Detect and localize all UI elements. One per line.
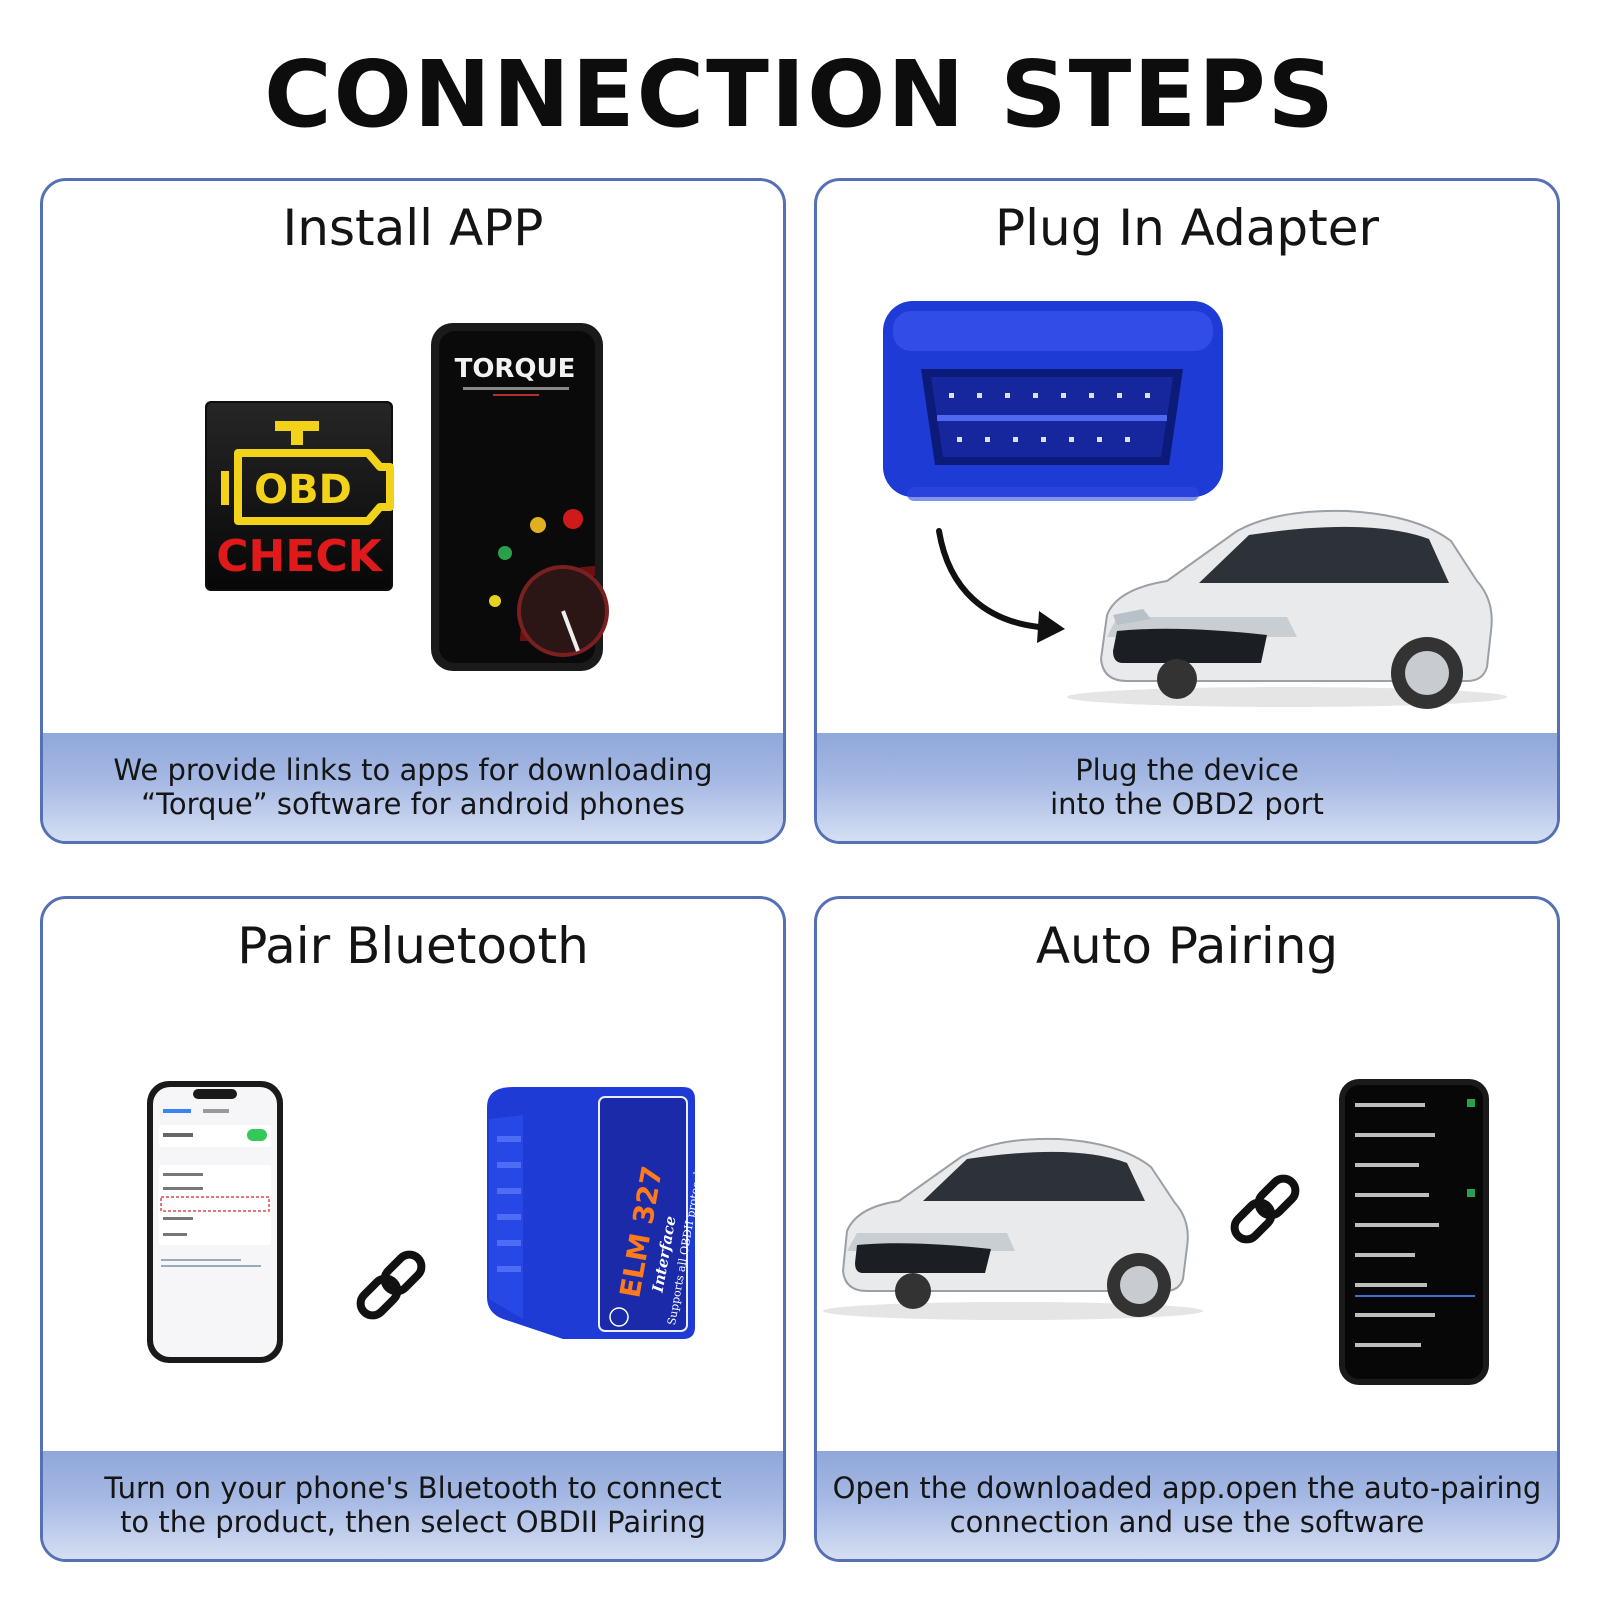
car-icon — [823, 1137, 1203, 1320]
card-title: Install APP — [282, 199, 544, 257]
obd-adapter-icon — [883, 301, 1223, 501]
phone-icon — [1339, 1079, 1489, 1385]
card-image-area: OBD CHECK TORQUE — [43, 281, 783, 737]
link-icon — [1230, 1174, 1300, 1244]
arrow-icon — [936, 528, 1065, 643]
card-description: Plug the device into the OBD2 port — [817, 733, 1557, 841]
card-title: Plug In Adapter — [994, 199, 1380, 257]
svg-text:CHECK: CHECK — [216, 531, 383, 582]
description-line: We provide links to apps for downloading — [113, 753, 713, 787]
svg-text:MINI: MINI — [653, 1134, 668, 1161]
svg-text:OBD: OBD — [254, 467, 352, 513]
card-install-app: Install APP OBD CHECK — [40, 178, 786, 844]
car-icon — [1067, 509, 1507, 709]
obd-check-icon: OBD CHECK — [205, 401, 394, 591]
description-line: “Torque” software for android phones — [141, 787, 685, 821]
card-image-area — [817, 281, 1557, 737]
page-title: CONNECTION STEPS — [264, 41, 1336, 148]
card-description: Turn on your phone's Bluetooth to connec… — [43, 1451, 783, 1559]
description-line: to the product, then select OBDII Pairin… — [120, 1505, 706, 1539]
description-line: into the OBD2 port — [1050, 787, 1324, 821]
svg-text:TORQUE: TORQUE — [455, 354, 576, 384]
phone-icon: TORQUE — [431, 323, 609, 671]
card-title: Auto Pairing — [1035, 917, 1339, 975]
card-image-area — [817, 999, 1557, 1455]
description-line: Plug the device — [1075, 753, 1299, 787]
obd-adapter-icon: ELM 327 Interface Supports all OBDII pro… — [487, 1087, 706, 1339]
description-line: Turn on your phone's Bluetooth to connec… — [104, 1471, 722, 1505]
card-description: Open the downloaded app.open the auto-pa… — [817, 1451, 1557, 1559]
description-line: Open the downloaded app.open the auto-pa… — [832, 1471, 1542, 1505]
card-auto-pairing: Auto Pairing — [814, 896, 1560, 1562]
link-icon — [356, 1250, 426, 1320]
card-title: Pair Bluetooth — [237, 917, 589, 975]
description-line: connection and use the software — [949, 1505, 1425, 1539]
phone-icon — [147, 1081, 283, 1363]
card-description: We provide links to apps for downloading… — [43, 733, 783, 841]
card-plug-in-adapter: Plug In Adapter — [814, 178, 1560, 844]
card-image-area: ELM 327 Interface Supports all OBDII pro… — [43, 999, 783, 1455]
card-pair-bluetooth: Pair Bluetooth — [40, 896, 786, 1562]
